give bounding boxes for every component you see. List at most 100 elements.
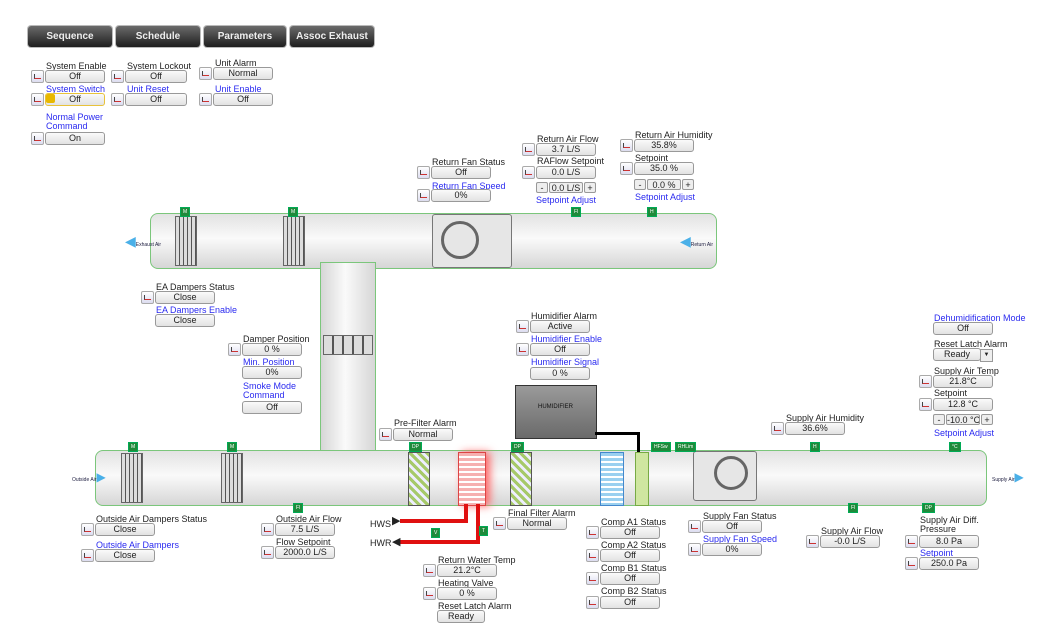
trend-chart-icon[interactable] bbox=[31, 132, 44, 145]
trend-chart-icon[interactable] bbox=[379, 428, 392, 441]
stepper-value[interactable]: -10.0 °C bbox=[946, 414, 980, 425]
increment-button[interactable]: + bbox=[981, 414, 993, 425]
trend-chart-icon[interactable] bbox=[919, 375, 932, 388]
trend-chart-icon[interactable] bbox=[586, 526, 599, 539]
trend-chart-icon[interactable] bbox=[493, 517, 506, 530]
reset-latch-1-value[interactable]: Ready bbox=[933, 348, 981, 361]
sensor-tag[interactable]: FI bbox=[571, 207, 582, 217]
trend-chart-icon[interactable] bbox=[31, 70, 44, 83]
sensor-tag[interactable]: M bbox=[288, 207, 299, 217]
trend-chart-icon[interactable] bbox=[261, 523, 274, 536]
supply-fan-speed-label[interactable]: Supply Fan Speed bbox=[703, 534, 778, 544]
dehum-mode-label[interactable]: Dehumidification Mode bbox=[934, 313, 1026, 323]
sensor-tag[interactable]: HFSw bbox=[651, 442, 671, 452]
decrement-button[interactable]: - bbox=[536, 182, 548, 193]
trend-chart-icon[interactable] bbox=[417, 189, 430, 202]
setpoint-adjust-link[interactable]: Setpoint Adjust bbox=[536, 195, 597, 205]
humidifier-enable-value[interactable]: Off bbox=[530, 343, 590, 356]
trend-chart-icon[interactable] bbox=[522, 166, 535, 179]
decrement-button[interactable]: - bbox=[933, 414, 945, 425]
supply-fan-speed-value[interactable]: 0% bbox=[702, 543, 762, 556]
decrement-button[interactable]: - bbox=[634, 179, 646, 190]
trend-chart-icon[interactable] bbox=[905, 557, 918, 570]
smoke-mode-label[interactable]: Smoke Mode Command bbox=[243, 381, 297, 400]
stepper-value[interactable]: 0.0 L/S bbox=[549, 182, 583, 193]
nav-schedule-button[interactable]: Schedule bbox=[116, 26, 200, 47]
normal-power-value[interactable]: On bbox=[45, 132, 105, 145]
sensor-tag[interactable]: M bbox=[227, 442, 238, 452]
trend-chart-icon[interactable] bbox=[586, 549, 599, 562]
reset-latch-dropdown-arrow[interactable]: ▼ bbox=[980, 349, 993, 362]
trend-chart-icon[interactable] bbox=[111, 70, 124, 83]
return-fan-speed-label[interactable]: Return Fan Speed bbox=[432, 181, 506, 191]
trend-chart-icon[interactable] bbox=[771, 422, 784, 435]
humidifier-signal-label[interactable]: Humidifier Signal bbox=[531, 357, 600, 367]
sensor-tag[interactable]: FI bbox=[848, 503, 859, 513]
nav-parameters-button[interactable]: Parameters bbox=[204, 26, 286, 47]
ea-dampers-enable-value[interactable]: Close bbox=[155, 314, 215, 327]
dp-setpoint-value[interactable]: 250.0 Pa bbox=[919, 557, 979, 570]
trend-chart-icon[interactable] bbox=[417, 166, 430, 179]
nav-assoc-exhaust-button[interactable]: Assoc Exhaust bbox=[290, 26, 374, 47]
sensor-tag[interactable]: °C bbox=[949, 442, 961, 452]
unit-reset-value[interactable]: Off bbox=[125, 93, 187, 106]
system-switch-value[interactable]: Off bbox=[45, 93, 105, 106]
humidifier-enable-label[interactable]: Humidifier Enable bbox=[531, 334, 603, 344]
sensor-tag[interactable]: V bbox=[431, 528, 441, 538]
sensor-tag[interactable]: FI bbox=[293, 503, 304, 513]
trend-chart-icon[interactable] bbox=[199, 93, 212, 106]
stepper-value[interactable]: 0.0 % bbox=[647, 179, 681, 190]
nav-sequence-button[interactable]: Sequence bbox=[28, 26, 112, 47]
trend-chart-icon[interactable] bbox=[228, 343, 241, 356]
unit-enable-label[interactable]: Unit Enable bbox=[215, 84, 262, 94]
trend-chart-icon[interactable] bbox=[586, 572, 599, 585]
return-fan-speed-value[interactable]: 0% bbox=[431, 189, 491, 202]
trend-chart-icon[interactable] bbox=[516, 343, 529, 356]
trend-chart-icon[interactable] bbox=[81, 549, 94, 562]
trend-chart-icon[interactable] bbox=[31, 93, 44, 106]
trend-chart-icon[interactable] bbox=[141, 291, 154, 304]
unit-enable-value[interactable]: Off bbox=[213, 93, 273, 106]
trend-chart-icon[interactable] bbox=[905, 535, 918, 548]
sensor-tag[interactable]: DP bbox=[409, 442, 422, 452]
trend-chart-icon[interactable] bbox=[620, 162, 633, 175]
sensor-tag[interactable]: M bbox=[180, 207, 191, 217]
trend-chart-icon[interactable] bbox=[620, 139, 633, 152]
trend-chart-icon[interactable] bbox=[423, 587, 436, 600]
oa-dampers-label[interactable]: Outside Air Dampers bbox=[96, 540, 180, 550]
sensor-tag[interactable]: T bbox=[479, 526, 489, 536]
trend-chart-icon[interactable] bbox=[688, 543, 701, 556]
unit-reset-label[interactable]: Unit Reset bbox=[127, 84, 170, 94]
trend-chart-icon[interactable] bbox=[806, 535, 819, 548]
trend-chart-icon[interactable] bbox=[423, 564, 436, 577]
trend-chart-icon[interactable] bbox=[81, 523, 94, 536]
trend-chart-icon[interactable] bbox=[199, 67, 212, 80]
sensor-tag[interactable]: DP bbox=[511, 442, 524, 452]
trend-chart-icon[interactable] bbox=[261, 546, 274, 559]
normal-power-label[interactable]: Normal Power Command bbox=[46, 112, 104, 131]
smoke-mode-value[interactable]: Off bbox=[242, 401, 302, 414]
dp-setpoint-label[interactable]: Setpoint bbox=[920, 548, 954, 558]
dehum-mode-value[interactable]: Off bbox=[933, 322, 993, 335]
trend-chart-icon[interactable] bbox=[586, 596, 599, 609]
sensor-tag[interactable]: RHLim bbox=[675, 442, 697, 452]
sensor-tag[interactable]: M bbox=[128, 442, 139, 452]
trend-chart-icon[interactable] bbox=[688, 520, 701, 533]
increment-button[interactable]: + bbox=[682, 179, 694, 190]
trend-chart-icon[interactable] bbox=[111, 93, 124, 106]
reset-latch-2-value[interactable]: Ready bbox=[437, 610, 485, 623]
sensor-tag[interactable]: DP bbox=[922, 503, 935, 513]
oa-dampers-value[interactable]: Close bbox=[95, 549, 155, 562]
trend-chart-icon[interactable] bbox=[516, 320, 529, 333]
humidifier-signal-value[interactable]: 0 % bbox=[530, 367, 590, 380]
setpoint-adjust-link[interactable]: Setpoint Adjust bbox=[934, 428, 995, 438]
system-switch-label[interactable]: System Switch bbox=[46, 84, 106, 94]
min-position-value[interactable]: 0% bbox=[242, 366, 302, 379]
sensor-tag[interactable]: H bbox=[810, 442, 820, 452]
setpoint-adjust-link[interactable]: Setpoint Adjust bbox=[635, 192, 696, 202]
min-position-label[interactable]: Min. Position bbox=[243, 357, 295, 367]
sensor-tag[interactable]: H bbox=[647, 207, 657, 217]
increment-button[interactable]: + bbox=[584, 182, 596, 193]
trend-chart-icon[interactable] bbox=[522, 143, 535, 156]
ea-dampers-enable-label[interactable]: EA Dampers Enable bbox=[156, 305, 238, 315]
